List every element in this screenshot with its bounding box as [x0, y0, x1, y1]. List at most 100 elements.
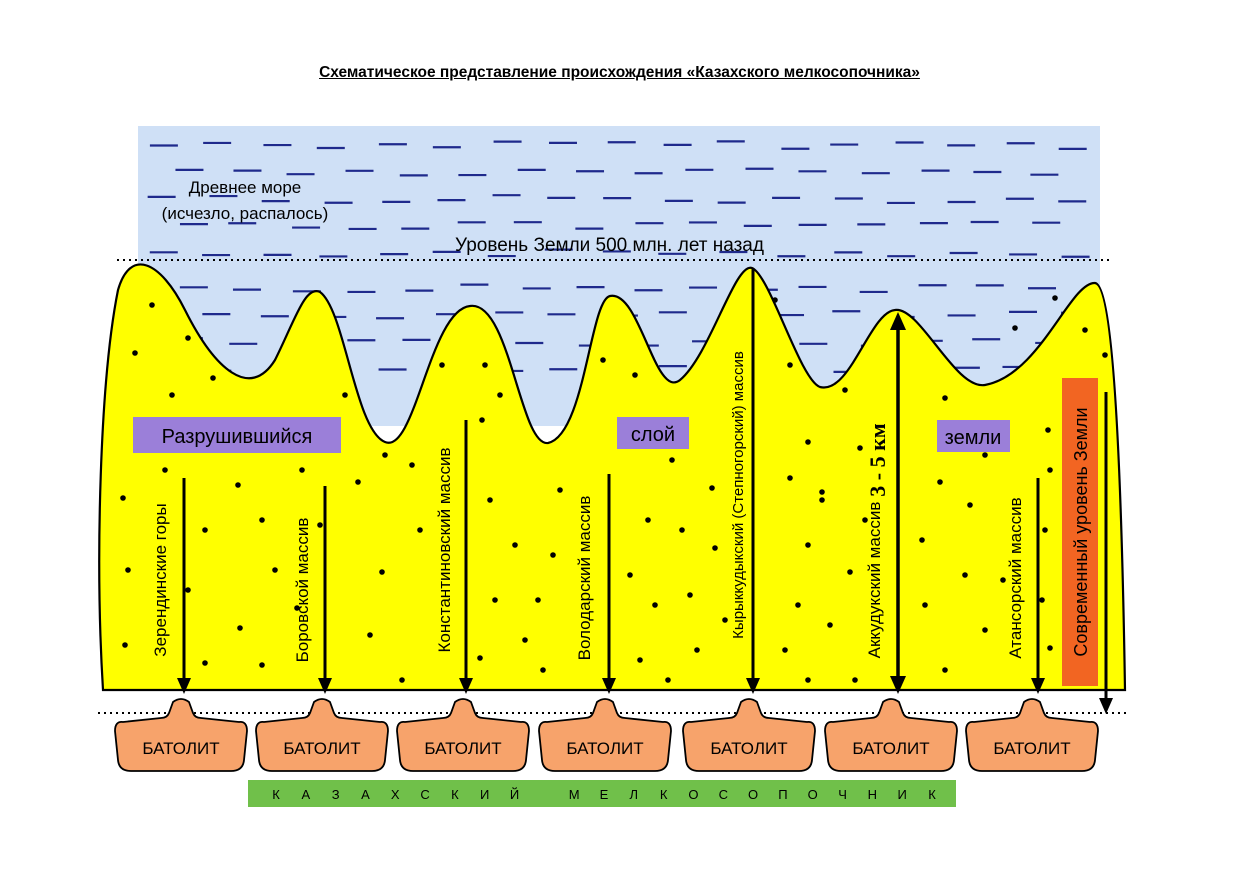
banner-letter: О — [808, 787, 818, 802]
banner-letter: Х — [391, 787, 400, 802]
rock-dot — [122, 642, 128, 648]
rock-dot — [382, 452, 388, 458]
ancient-level-label: Уровень Земли 500 млн. лет назад — [455, 235, 764, 256]
rock-dot — [557, 487, 563, 493]
height-arrow-head-bottom — [890, 676, 906, 694]
rock-dot — [827, 622, 833, 628]
rock-dot — [805, 677, 811, 683]
batholith-shape — [682, 698, 816, 772]
rock-dot — [687, 592, 693, 598]
rock-dot — [1082, 327, 1088, 333]
rock-dot — [942, 395, 948, 401]
rock-dot — [772, 297, 778, 303]
current-level-box — [1062, 378, 1098, 686]
rock-dot — [149, 302, 155, 308]
rock-dot — [317, 522, 323, 528]
current-level-label: Современный уровень Земли — [1071, 407, 1091, 656]
rock-dot — [600, 357, 606, 363]
rock-dot — [1102, 352, 1108, 358]
rock-dot — [294, 605, 300, 611]
rock-dot — [202, 660, 208, 666]
rock-dot — [967, 502, 973, 508]
banner-letter: К — [451, 787, 459, 802]
rock-dot — [1000, 577, 1006, 583]
rock-dot — [627, 572, 633, 578]
banner-letter: С — [420, 787, 429, 802]
batholith-label: БАТОЛИТ — [424, 739, 501, 758]
rock-dot — [847, 569, 853, 575]
rock-dot — [550, 552, 556, 558]
rock-dot — [632, 372, 638, 378]
rock-dots — [120, 295, 1108, 683]
rock-dot — [439, 362, 445, 368]
rock-dot — [712, 545, 718, 551]
rock-dot — [819, 489, 825, 495]
rock-dot — [367, 632, 373, 638]
rock-dot — [355, 479, 361, 485]
batholith-shape — [538, 698, 672, 772]
massif-label: Зерендинские горы — [151, 503, 170, 656]
rock-dot — [125, 567, 131, 573]
banner-letter: Ч — [838, 787, 847, 802]
banner-letter: К — [928, 787, 936, 802]
destroyed-layer-box-3 — [937, 420, 1010, 452]
rock-dot — [819, 497, 825, 503]
rock-dot — [379, 569, 385, 575]
rock-dot — [522, 637, 528, 643]
rock-dot — [492, 597, 498, 603]
rock-dot — [722, 617, 728, 623]
rock-dot — [487, 497, 493, 503]
banner-letter: Й — [510, 787, 519, 802]
rock-dot — [210, 375, 216, 381]
rock-dot — [479, 417, 485, 423]
rock-dot — [709, 485, 715, 491]
rock-dot — [482, 362, 488, 368]
rock-dot — [185, 587, 191, 593]
rock-dot — [132, 350, 138, 356]
batholith-label: БАТОЛИТ — [852, 739, 929, 758]
banner-letter: Н — [868, 787, 877, 802]
rock-dot — [862, 517, 868, 523]
rock-dot — [185, 335, 191, 341]
banner-letter: З — [332, 787, 340, 802]
rock-dot — [540, 667, 546, 673]
land-mass — [98, 263, 1127, 692]
height-arrow-head-top — [890, 312, 906, 330]
banner-letter: А — [361, 787, 370, 802]
massif-arrow-head — [177, 678, 191, 694]
rock-dot — [169, 392, 175, 398]
rock-dot — [342, 392, 348, 398]
rock-dot — [202, 527, 208, 533]
banner-letter: П — [778, 787, 787, 802]
height-label: 3 - 5 км — [865, 423, 890, 497]
massif-label: Аккудукский массив — [865, 502, 884, 659]
rock-dot — [852, 677, 858, 683]
banner-letter: И — [898, 787, 907, 802]
massif-label: Кырыккудыкский (Степногорский) массив — [730, 351, 747, 639]
sea-label-line2: (исчезло, распалось) — [162, 204, 329, 223]
batholith-shape — [965, 698, 1099, 772]
rock-dot — [272, 567, 278, 573]
massif-arrow-head — [318, 678, 332, 694]
rock-dot — [857, 445, 863, 451]
batholith-label: БАТОЛИТ — [283, 739, 360, 758]
rock-dot — [982, 627, 988, 633]
rock-dot — [409, 462, 415, 468]
destroyed-layer-word-1: Разрушившийся — [162, 426, 313, 448]
massif-label: Боровской массив — [293, 518, 312, 663]
bottom-banner — [248, 780, 956, 807]
rock-dot — [1039, 597, 1045, 603]
rock-dot — [942, 667, 948, 673]
batholith-label: БАТОЛИТ — [566, 739, 643, 758]
sea-label-line1: Древнее море — [189, 178, 302, 197]
banner-letter: О — [688, 787, 698, 802]
current-level-arrow-head — [1099, 698, 1113, 714]
page-title: Схематическое представление происхождени… — [319, 64, 920, 81]
rock-dot — [259, 662, 265, 668]
batholith-label: БАТОЛИТ — [142, 739, 219, 758]
rock-dot — [805, 542, 811, 548]
rock-dot — [787, 475, 793, 481]
rock-dot — [1012, 325, 1018, 331]
